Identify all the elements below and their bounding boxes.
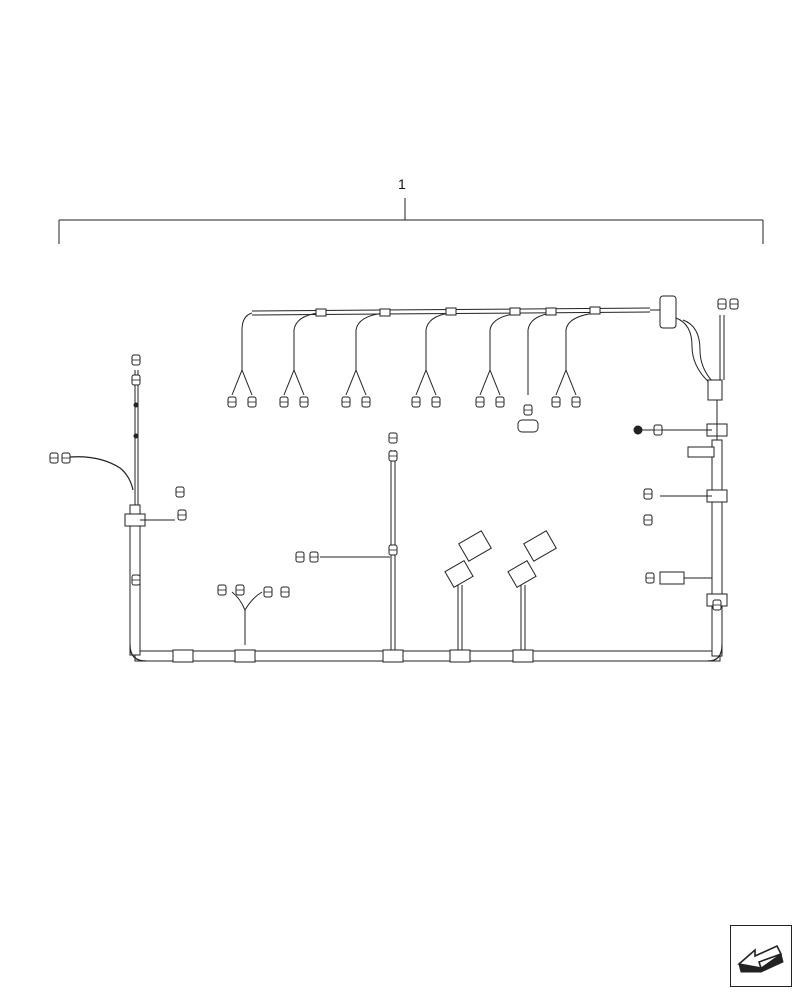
trunk-junctions: [124, 423, 728, 663]
callout-number: 1: [398, 176, 406, 192]
top-harness: [241, 306, 651, 395]
sensor-pairs: [227, 369, 581, 433]
center-vertical-branch: [295, 432, 398, 650]
back-navigation-button[interactable]: [730, 925, 792, 987]
callout-bracket: [58, 198, 764, 244]
right-branches: [633, 424, 722, 611]
top-right-assembly: [650, 295, 739, 440]
main-trunk: [129, 439, 723, 662]
arrow-back-icon: [737, 944, 784, 973]
lower-left-branch: [217, 584, 290, 645]
left-vertical-branch: [49, 354, 187, 586]
diagonal-connectors: [444, 530, 557, 650]
